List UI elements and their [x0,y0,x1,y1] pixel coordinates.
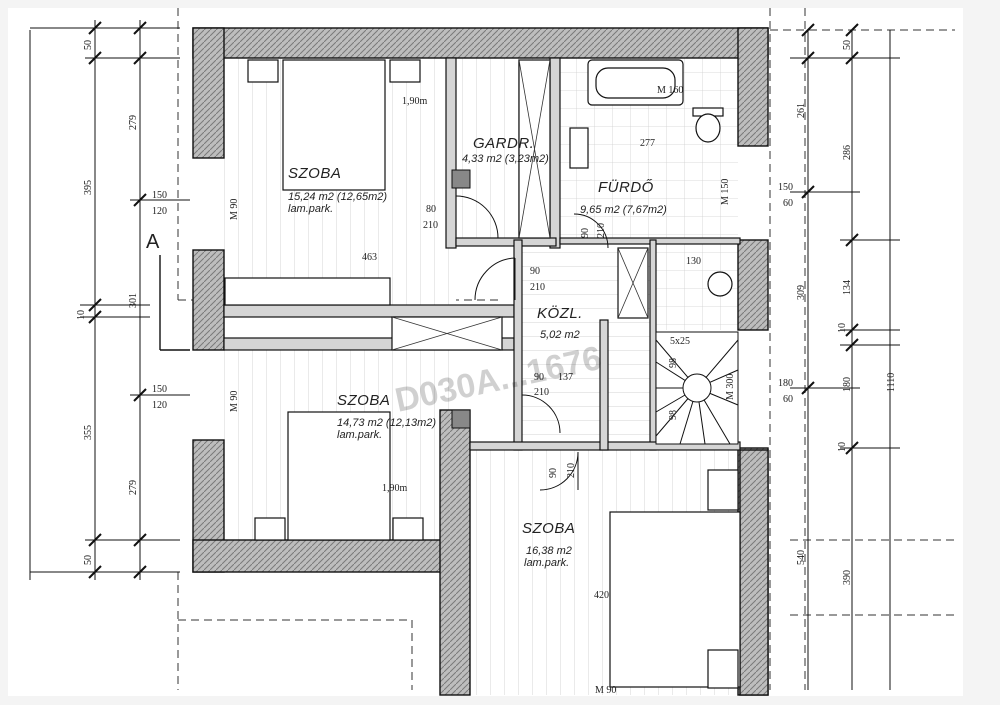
bed-top-length: 1,90m [402,96,428,107]
door-swings [455,195,609,491]
window-right2-height: 60 [783,394,793,405]
length-420: 420 [594,590,609,601]
exterior-walls [192,27,769,696]
bed-bot [609,469,741,689]
bed-top [247,59,421,191]
dim-left-355: 355 [83,425,94,440]
dim-left-279-bot: 279 [128,480,139,495]
section-line [159,255,190,351]
chimney-top [451,169,471,189]
room-szoba-bot-floor: lam.park. [524,557,569,569]
door-szoba-top-height: 210 [530,282,545,293]
window-right-width: 150 [778,182,793,193]
room-szoba-top-area: 15,24 m2 (12,65m2) [288,191,387,203]
window-top-height: 120 [152,206,167,217]
dim-left-50-bot: 50 [83,555,94,565]
dim-right-1110: 1110 [886,373,897,392]
washbasin [569,127,733,297]
dim-right-134: 134 [842,280,853,295]
stair-98a: 98 [668,358,679,368]
wardrobe-crosses [391,59,649,351]
dim-left-395: 395 [83,180,94,195]
window-right2-width: 180 [778,378,793,389]
right-dimension-ticks [801,23,859,455]
door-szoba-top-width: 90 [530,266,540,277]
door-szoba-mid-height: 210 [534,387,549,398]
room-szoba-top-floor: lam.park. [288,203,333,215]
dim-left-10: 10 [76,310,87,320]
length-130: 130 [686,256,701,267]
length-277: 277 [640,138,655,149]
door-gardr-width: 80 [426,204,436,215]
dim-right-540: 540 [796,550,807,565]
window-m300: M 300 [725,374,736,400]
dim-right-10a: 10 [837,323,848,333]
room-gardr-name: GARDR. [473,135,534,152]
right-dimension-lines [790,30,900,690]
door-szoba-bot-width: 90 [548,468,559,478]
window-m160: M 160 [657,85,683,96]
toilet [692,107,724,143]
length-463: 463 [362,252,377,263]
dim-left-301: 301 [128,293,139,308]
window-m90-mid: M 90 [229,391,240,412]
room-szoba-bot-area: 16,38 m2 [526,545,572,557]
door-gardr-height: 210 [423,220,438,231]
room-kozl-name: KÖZL. [537,304,583,322]
chimney-mid [451,409,471,429]
section-marker-label: A [146,231,160,253]
bed-mid [254,411,424,541]
door-furdo-height: 210 [596,223,607,238]
dim-right-261: 261 [796,103,807,118]
bathtub [587,59,684,106]
room-furdo-name: FÜRDŐ [598,178,654,196]
window-m90-top: M 90 [229,199,240,220]
room-szoba-mid-name: SZOBA [337,392,390,409]
door-szoba-bot-height: 210 [566,463,577,478]
staircase [655,331,739,445]
dim-left-279-top: 279 [128,115,139,130]
room-szoba-mid-floor: lam.park. [337,429,382,441]
dim-right-50: 50 [842,40,853,50]
window-right-height: 60 [783,198,793,209]
dim-left-50-top: 50 [83,40,94,50]
window-m150: M 150 [720,179,731,205]
stair-98b: 98 [668,410,679,420]
room-kozl-area: 5,02 m2 [540,329,580,341]
dim-right-10b: 10 [837,442,848,452]
room-furdo-area: 9,65 m2 (7,67m2) [580,204,667,216]
door-szoba-mid-width: 90 [534,372,544,383]
dim-right-390: 390 [842,570,853,585]
stair-5x25: 5x25 [670,336,690,347]
room-gardr-area: 4,33 m2 (3,23m2) [462,153,549,165]
window-mid-height: 120 [152,400,167,411]
dim-right-309: 309 [796,285,807,300]
left-dimension-ticks [88,21,147,579]
window-top-width: 150 [152,190,167,201]
room-szoba-mid-area: 14,73 m2 (12,13m2) [337,417,436,429]
room-szoba-bot-name: SZOBA [522,520,575,537]
door-furdo-width: 90 [580,228,591,238]
window-mid-width: 150 [152,384,167,395]
room-szoba-top-name: SZOBA [288,165,341,182]
dim-right-180: 180 [842,377,853,392]
length-137: 137 [558,372,573,383]
window-m90-bot: M 90 [595,685,616,696]
bed-bot-length: 1,90m [382,483,408,494]
dim-right-286: 286 [842,145,853,160]
